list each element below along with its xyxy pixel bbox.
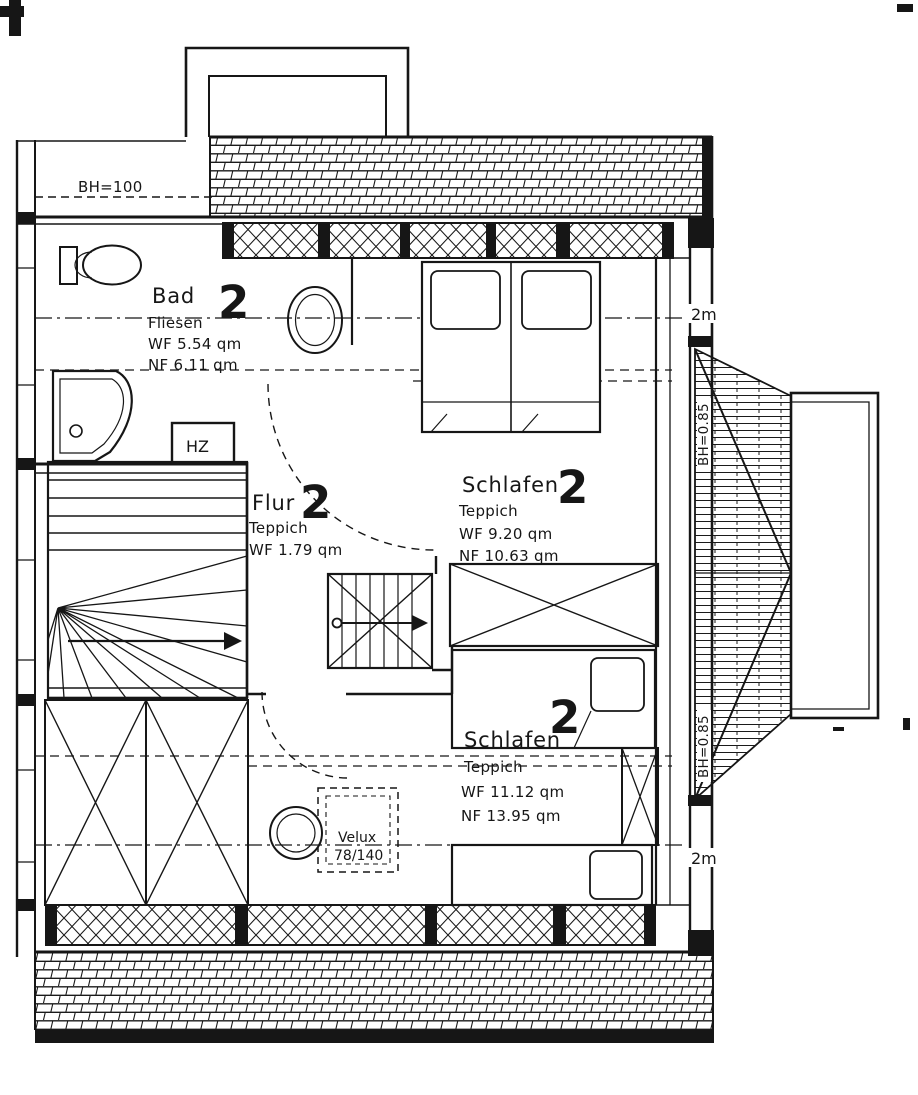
room-bad-floor: Fliesen: [148, 314, 203, 332]
balcony-height-bottom-label: BH=0.85: [696, 715, 712, 778]
right-exterior-wall: [654, 136, 714, 956]
door-swing-arcs: [261, 383, 435, 779]
balcony-height-top-label: BH=0.85: [696, 403, 712, 466]
room-flur-wf: WF 1.79 qm: [249, 541, 343, 559]
roof-band-bottom: [34, 950, 714, 1043]
velux-size-label: 78/140: [334, 848, 383, 864]
washbasin-bedroom: [269, 806, 323, 860]
knee-wall-x-left: [44, 699, 249, 906]
room-bad-name: Bad: [152, 284, 195, 308]
insulation-band-bottom: [45, 904, 656, 946]
room-schlafen-top-number: 2: [557, 461, 588, 514]
velux-roof-window: [317, 787, 399, 873]
height-line-2m-bottom-label: 2m: [691, 849, 717, 868]
stair-up-arrow: [68, 632, 242, 650]
height-reference-lines-bottom: [35, 755, 686, 846]
left-exterior-wall: [15, 140, 222, 957]
room-schlafen-top-name: Schlafen: [462, 473, 559, 497]
room-schlafen-bottom-name: Schlafen: [464, 728, 561, 752]
room-bad-wf: WF 5.54 qm: [148, 335, 242, 353]
main-staircase: [46, 460, 249, 700]
room-schlafen-bottom-floor: Teppich: [463, 758, 523, 776]
room-flur-name: Flur: [252, 491, 295, 515]
heater-box: [170, 421, 236, 465]
insulation-band-top: [222, 222, 674, 259]
room-schlafen-bottom-nf: NF 13.95 qm: [461, 807, 561, 825]
room-schlafen-bottom-number: 2: [549, 691, 580, 744]
double-bed: [420, 260, 602, 434]
balcony-terrace: [789, 391, 880, 720]
room-schlafen-bottom-wf: WF 11.12 qm: [461, 783, 564, 801]
room-schlafen-top-floor: Teppich: [458, 502, 518, 520]
room-flur-floor: Teppich: [248, 519, 308, 537]
room-schlafen-top-nf: NF 10.63 qm: [459, 547, 559, 565]
central-stair-arrow: [331, 615, 428, 631]
velux-name-label: Velux: [338, 830, 376, 846]
room-schlafen-top-wf: WF 9.20 qm: [459, 525, 553, 543]
central-staircase: [326, 556, 452, 672]
storage-x-right: [621, 747, 659, 846]
storage-x-top: [448, 562, 660, 648]
room-bad-nf: NF 6.11 qm: [148, 356, 238, 374]
room-flur-number: 2: [300, 476, 331, 529]
knee-wall-height-label: BH=100: [78, 178, 143, 196]
bathtub: [51, 369, 133, 463]
single-bed-2: [450, 843, 654, 907]
room-bad-number: 2: [218, 276, 249, 329]
washbasin-bathroom: [287, 286, 343, 354]
height-line-2m-top-label: 2m: [691, 305, 717, 324]
dormer-outline: [184, 46, 410, 137]
scan-marks: [0, 0, 913, 731]
roof-band-top: [209, 135, 712, 219]
text-labels: BH=100 Bad 2 Fliesen WF 5.54 qm NF 6.11 …: [78, 178, 717, 868]
heater-label: HZ: [186, 437, 209, 456]
label-underlays: [686, 304, 718, 867]
toilet: [59, 244, 142, 286]
